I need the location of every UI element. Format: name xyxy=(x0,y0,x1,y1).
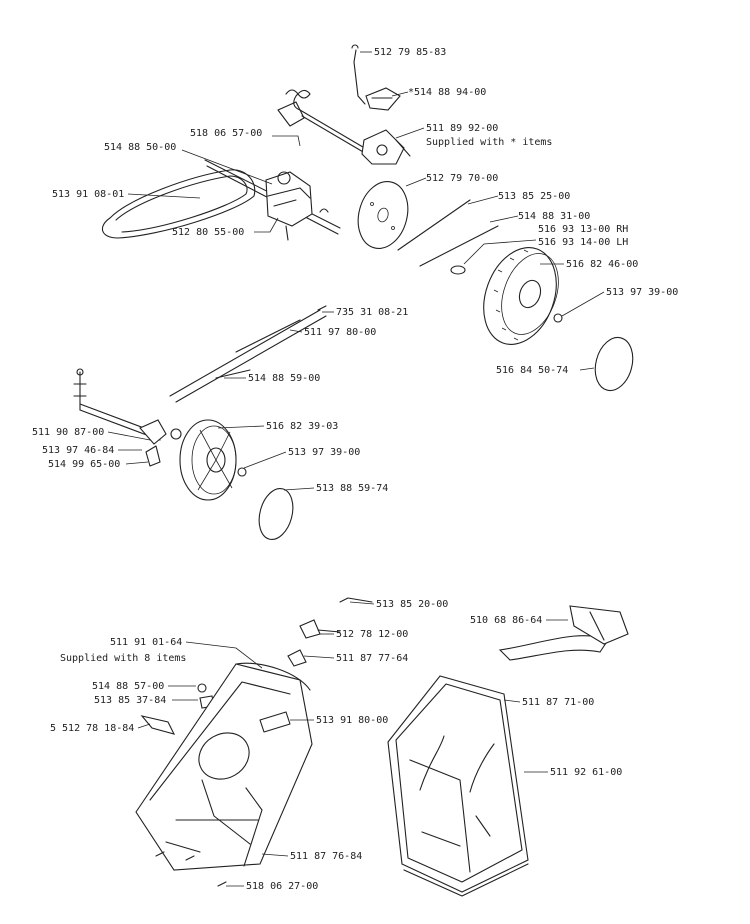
label-735-31-08-21: 735 31 08-21 xyxy=(336,307,408,318)
label-516-82-46-00: 516 82 46-00 xyxy=(566,259,638,270)
drive-disc-drawing xyxy=(357,181,409,249)
label-514-88-50-00: 514 88 50-00 xyxy=(104,142,176,153)
label-513-91-80-00: 513 91 80-00 xyxy=(316,715,388,726)
label-512-78-12-00: 512 78 12-00 xyxy=(336,629,408,640)
label-514-88-94-00: *514 88 94-00 xyxy=(408,87,486,98)
label-511-87-71-00: 511 87 71-00 xyxy=(522,697,594,708)
label-511-89-92-00: 511 89 92-00 xyxy=(426,123,498,134)
leader-lines xyxy=(107,51,605,887)
wheel-washer-drawing xyxy=(553,313,563,323)
part-labels: 512 79 85-83 *514 88 94-00 511 89 92-00 … xyxy=(32,47,678,892)
label-511-91-01-64: 511 91 01-64 xyxy=(110,637,182,648)
label-511-90-87-00: 511 90 87-00 xyxy=(32,427,104,438)
label-512-79-85-83: 512 79 85-83 xyxy=(374,47,446,58)
label-518-06-57-00: 518 06 57-00 xyxy=(190,128,262,139)
axle-parts-drawing xyxy=(397,199,499,275)
front-wheel-drawing xyxy=(179,419,237,501)
small-parts-drawing xyxy=(140,597,373,735)
height-adjuster-drawing xyxy=(169,305,327,403)
label-516-84-50-74: 516 84 50-74 xyxy=(496,365,568,376)
label-513-97-39-00-top: 513 97 39-00 xyxy=(606,287,678,298)
label-513-88-59-74: 513 88 59-74 xyxy=(316,483,388,494)
label-514-99-65-00: 514 99 65-00 xyxy=(48,459,120,470)
label-511-87-76-84: 511 87 76-84 xyxy=(290,851,362,862)
label-513-97-39-00-mid: 513 97 39-00 xyxy=(288,447,360,458)
bag-top-drawing xyxy=(498,605,629,661)
label-514-88-57-00: 514 88 57-00 xyxy=(92,681,164,692)
label-510-68-86-64: 510 68 86-64 xyxy=(470,615,542,626)
drive-belt-drawing xyxy=(101,169,256,239)
label-5-512-78-18-84: 5 512 78 18-84 xyxy=(50,723,134,734)
label-513-97-46-84: 513 97 46-84 xyxy=(42,445,114,456)
cable-lever-drawing xyxy=(277,89,411,165)
rear-wheel-drawing xyxy=(483,247,559,345)
label-516-93-14-00-lh: 516 93 14-00 LH xyxy=(538,237,628,248)
label-512-80-55-00: 512 80 55-00 xyxy=(172,227,244,238)
grass-bag-drawing xyxy=(387,675,529,897)
label-511-92-61-00: 511 92 61-00 xyxy=(550,767,622,778)
label-512-79-70-00: 512 79 70-00 xyxy=(426,173,498,184)
label-511-97-80-00: 511 97 80-00 xyxy=(304,327,376,338)
label-supplied-with-8: Supplied with 8 items xyxy=(60,653,186,664)
control-lever-drawing xyxy=(351,44,401,111)
label-516-93-13-00-rh: 516 93 13-00 RH xyxy=(538,224,628,235)
label-supplied-with-star: Supplied with * items xyxy=(426,137,552,148)
label-514-88-31-00: 514 88 31-00 xyxy=(518,211,590,222)
label-513-91-08-01: 513 91 08-01 xyxy=(52,189,124,200)
label-513-85-25-00: 513 85 25-00 xyxy=(498,191,570,202)
bolts-drawing xyxy=(155,851,227,887)
label-513-85-37-84: 513 85 37-84 xyxy=(94,695,166,706)
rear-housing-drawing xyxy=(135,662,313,871)
transmission-drawing xyxy=(204,159,341,241)
label-516-82-39-03: 516 82 39-03 xyxy=(266,421,338,432)
label-514-88-59-00: 514 88 59-00 xyxy=(248,373,320,384)
front-axle-drawing xyxy=(73,368,182,467)
hubcap-ring-drawing xyxy=(594,336,634,392)
front-hubcap-ring-drawing xyxy=(258,487,294,541)
front-washer-drawing xyxy=(237,467,247,477)
label-518-06-27-00: 518 06 27-00 xyxy=(246,881,318,892)
label-511-87-77-64: 511 87 77-64 xyxy=(336,653,408,664)
label-513-85-20-00: 513 85 20-00 xyxy=(376,599,448,610)
